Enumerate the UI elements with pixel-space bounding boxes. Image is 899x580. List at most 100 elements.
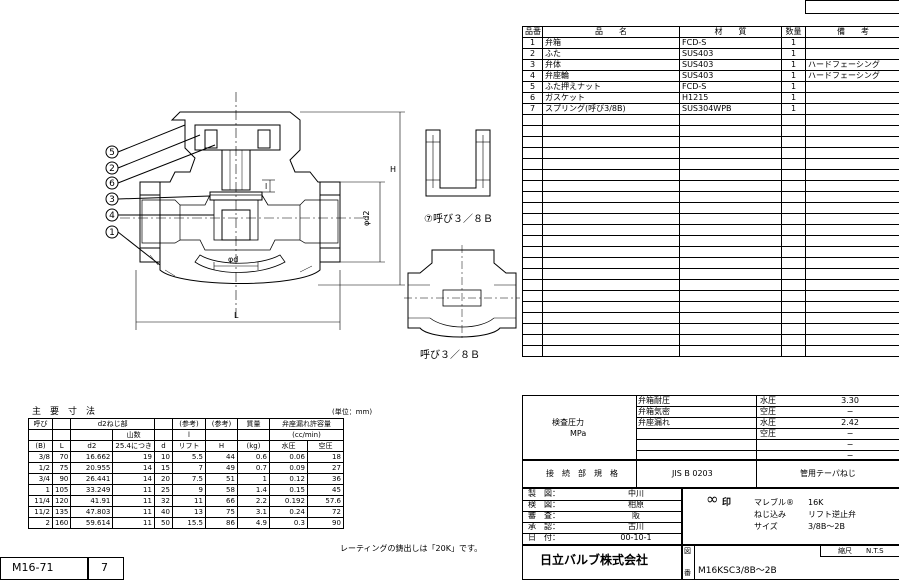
test-cell: − <box>846 440 854 449</box>
bom-cell <box>679 147 782 159</box>
bom-cell <box>542 279 680 291</box>
test-cell: 3.30 <box>841 396 859 405</box>
bom-cell <box>522 323 543 335</box>
approval-label: 審 査： <box>528 511 560 520</box>
bom-cell <box>781 158 806 170</box>
scale-label: 縮尺 <box>838 547 852 555</box>
dims-cell: 90 <box>51 473 72 485</box>
bom-cell <box>805 224 899 236</box>
body-3-8b-label: 呼び３／８Ｂ <box>420 349 480 361</box>
fig-label: 図 <box>684 547 691 555</box>
approval-value: 古川 <box>628 522 644 531</box>
bom-cell <box>679 114 782 126</box>
bom-cell <box>781 224 806 236</box>
bom-cell: 1 <box>781 103 806 115</box>
dims-cell: 5.5 <box>171 451 206 463</box>
bom-cell <box>781 125 806 137</box>
bom-cell <box>781 301 806 313</box>
test-unit: MPa <box>570 429 587 438</box>
bom-cell <box>805 136 899 148</box>
drawing-number: M16KSC3/8B～2B <box>698 566 777 576</box>
bom-empty-row <box>522 114 899 126</box>
dims-cell: 0.12 <box>268 473 308 485</box>
h-b: (B) <box>28 440 53 452</box>
bom-cell <box>522 312 543 324</box>
bom-cell <box>679 279 782 291</box>
bom-cell <box>522 268 543 280</box>
company-name: 日立バルブ株式会社 <box>540 553 649 567</box>
bom-cell <box>805 81 899 93</box>
bom-cell: 4 <box>522 70 543 82</box>
bom-cell <box>522 158 543 170</box>
bom-cell <box>522 279 543 291</box>
dims-cell: 19 <box>112 451 155 463</box>
dims-cell: 13 <box>171 506 206 518</box>
bom-cell <box>781 180 806 192</box>
bom-cell <box>781 290 806 302</box>
h-leak2: (cc/min) <box>268 429 344 441</box>
test-cell: 弁座漏れ <box>638 418 670 427</box>
bom-cell: 3 <box>522 59 543 71</box>
bom-cell: 1 <box>781 37 806 49</box>
approval-value: 相原 <box>628 500 644 509</box>
h-ref2: (参考) <box>204 418 238 430</box>
bom-cell <box>542 246 680 258</box>
bom-cell <box>542 213 680 225</box>
bom-cell: 5 <box>522 81 543 93</box>
bom-cell: 弁箱 <box>542 37 680 49</box>
bom-cell: SUS304WPB <box>679 103 782 115</box>
bom-empty-row <box>522 125 899 137</box>
approval-label: 承 認： <box>528 522 560 531</box>
test-cell: 水圧 <box>760 418 776 427</box>
bom-cell <box>805 290 899 302</box>
bom-empty-row <box>522 290 899 302</box>
bom-cell <box>679 257 782 269</box>
bom-header: 数量 <box>781 26 806 38</box>
bom-cell <box>522 301 543 313</box>
dims-cell: 11/4 <box>28 495 53 507</box>
brand-mark: 印 <box>722 498 732 508</box>
h-per: 25.4につき <box>112 440 155 452</box>
dims-cell: 26.441 <box>70 473 114 485</box>
test-cell: − <box>846 407 854 416</box>
bom-cell <box>522 125 543 137</box>
bom-empty-row <box>522 147 899 159</box>
dims-cell: 11 <box>112 495 155 507</box>
product-line1b: 16K <box>808 498 824 507</box>
bom-empty-row <box>522 334 899 346</box>
dims-cell: 75 <box>204 506 238 518</box>
bom-empty-row <box>522 169 899 181</box>
bom-cell <box>542 345 680 357</box>
bom-cell <box>542 147 680 159</box>
no-label: 番 <box>684 569 691 577</box>
dims-cell: 33.249 <box>70 484 114 496</box>
approval-value: 阪 <box>632 511 640 520</box>
bom-cell <box>805 246 899 258</box>
bom-cell <box>522 202 543 214</box>
dims-cell: 57.6 <box>306 495 344 507</box>
dims-cell: 0.192 <box>268 495 308 507</box>
bom-empty-row <box>522 224 899 236</box>
bom-cell <box>679 169 782 181</box>
brand-mark-icon: ∞ <box>706 490 719 508</box>
bom-cell: ハードフェーシング <box>805 70 899 82</box>
dims-cell: 11 <box>112 506 155 518</box>
bom-cell <box>781 136 806 148</box>
product-block <box>682 488 899 545</box>
dims-cell: 2 <box>28 517 53 529</box>
valve-drawing: 5 2 6 3 4 1 H φd2 φd l L ⑦呼び３／８Ｂ 呼び３／８Ｂ <box>105 92 520 361</box>
bom-cell: 2 <box>522 48 543 60</box>
scale-value: N.T.S <box>866 547 884 555</box>
dims-cell: 20.955 <box>70 462 114 474</box>
bom-cell <box>679 213 782 225</box>
dims-cell: 1 <box>28 484 53 496</box>
bom-cell <box>805 345 899 357</box>
dims-unit: (単位：mm) <box>332 408 373 416</box>
h-threads: 山数 <box>112 429 155 441</box>
dim-d2: φd2 <box>362 211 371 226</box>
